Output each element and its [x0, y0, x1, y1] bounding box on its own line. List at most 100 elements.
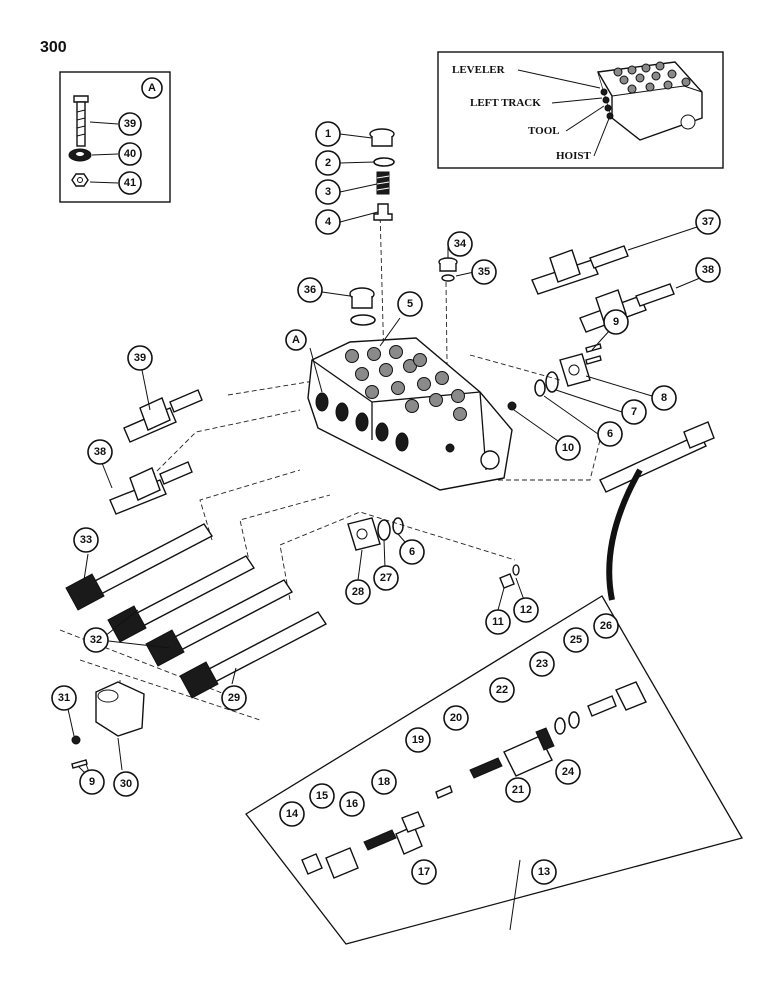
screw-9-right-drawing: [585, 343, 602, 365]
svg-text:23: 23: [536, 658, 548, 670]
svg-text:6: 6: [409, 546, 415, 558]
svg-text:33: 33: [80, 534, 92, 546]
spool-32b-drawing: [145, 579, 294, 667]
plug-1-drawing: [369, 128, 395, 147]
svg-text:1: 1: [325, 128, 331, 140]
svg-text:30: 30: [120, 778, 132, 790]
callout-16: 16: [339, 791, 365, 817]
callout-24: 24: [555, 759, 581, 785]
part-15-drawing: [325, 847, 359, 879]
callout-29: 29: [221, 685, 247, 711]
callout-36: 36: [297, 277, 323, 303]
svg-text:32: 32: [90, 634, 102, 646]
callout-4: 4: [315, 209, 341, 235]
cover-plate-8-drawing: [559, 353, 591, 387]
part-17-18-drawing: [395, 811, 425, 855]
svg-text:7: 7: [631, 406, 637, 418]
valve-orientation-inset: LEVELER LEFT TRACK TOOL HOIST: [437, 51, 724, 169]
callout-13: 13: [531, 859, 557, 885]
block-callout-a: A: [285, 329, 307, 351]
callout-30: 30: [113, 771, 139, 797]
assembly-lines: [59, 209, 601, 721]
inset-valve-block: [597, 61, 703, 141]
callout-38-left: 38: [87, 439, 113, 465]
part-14-drawing: [301, 853, 323, 875]
svg-text:5: 5: [407, 298, 413, 310]
svg-text:22: 22: [496, 684, 508, 696]
svg-text:A: A: [292, 334, 300, 346]
callout-9-right: 9: [603, 309, 629, 335]
svg-text:39: 39: [124, 118, 136, 130]
svg-text:24: 24: [562, 766, 575, 778]
svg-text:21: 21: [512, 784, 524, 796]
rings-23-24-drawing: [554, 711, 580, 735]
relief-valve-39-left-drawing: [123, 389, 203, 443]
svg-text:9: 9: [89, 776, 95, 788]
callout-23: 23: [529, 651, 555, 677]
seal-31-drawing: [71, 735, 81, 745]
callout-14: 14: [279, 801, 305, 827]
cartridge-detail-box: [245, 595, 743, 945]
svg-text:2: 2: [325, 157, 331, 169]
svg-text:19: 19: [412, 734, 424, 746]
washer-40-drawing: [68, 148, 92, 162]
part-25-drawing: [587, 695, 617, 717]
plug-34-drawing: [438, 257, 458, 272]
svg-text:36: 36: [304, 284, 316, 296]
spool-33-drawing: [65, 523, 214, 611]
inset-label-left-track: LEFT TRACK: [470, 97, 541, 109]
valve-body: [307, 337, 513, 491]
spring-16-drawing: [363, 829, 397, 851]
detail-callout-39: 39: [118, 112, 142, 136]
callout-22: 22: [489, 677, 515, 703]
callout-35: 35: [471, 259, 497, 285]
nut-26-drawing: [615, 681, 647, 711]
svg-text:6: 6: [607, 428, 613, 440]
o-ring-12-drawing: [512, 564, 520, 576]
callout-31: 31: [51, 685, 77, 711]
callout-33: 33: [73, 527, 99, 553]
svg-text:15: 15: [316, 790, 328, 802]
svg-text:9: 9: [613, 316, 619, 328]
relief-valve-37-drawing: [531, 225, 701, 295]
callout-26: 26: [593, 613, 619, 639]
callout-9-left: 9: [79, 769, 105, 795]
callout-17: 17: [411, 859, 437, 885]
callout-32: 32: [83, 627, 109, 653]
spool-assembly-13-drawing: [599, 421, 715, 601]
o-ring-6-lower-drawing: [392, 517, 404, 535]
svg-text:38: 38: [702, 264, 714, 276]
callout-27: 27: [373, 565, 399, 591]
spring-20-drawing: [469, 757, 503, 779]
screw-9-left-drawing: [71, 759, 88, 769]
inset-label-hoist: HOIST: [556, 150, 592, 162]
o-ring-27-drawing: [377, 519, 391, 541]
callout-39: 39: [127, 345, 153, 371]
detail-callout-41: 41: [118, 171, 142, 195]
svg-text:39: 39: [134, 352, 146, 364]
callout-15: 15: [309, 783, 335, 809]
callout-8: 8: [651, 385, 677, 411]
svg-text:31: 31: [58, 692, 70, 704]
svg-text:3: 3: [325, 186, 331, 198]
plug-11-drawing: [499, 573, 515, 589]
ball-10-drawing: [507, 401, 517, 411]
detail-box-id: A: [141, 77, 163, 99]
callout-28: 28: [345, 579, 371, 605]
svg-text:17: 17: [418, 866, 430, 878]
bolt-39-drawing: [73, 95, 89, 147]
svg-text:4: 4: [325, 216, 332, 228]
svg-text:27: 27: [380, 572, 392, 584]
svg-text:34: 34: [454, 238, 467, 250]
svg-text:40: 40: [124, 148, 136, 160]
svg-text:A: A: [148, 82, 156, 94]
o-ring-6-right-drawing: [534, 379, 546, 397]
svg-text:14: 14: [286, 808, 299, 820]
callout-5: 5: [397, 291, 423, 317]
body-21-22-drawing: [503, 727, 555, 777]
poppet-4-drawing: [373, 203, 393, 221]
spool-29-drawing: [179, 611, 328, 699]
callout-21: 21: [505, 777, 531, 803]
callout-34: 34: [447, 231, 473, 257]
